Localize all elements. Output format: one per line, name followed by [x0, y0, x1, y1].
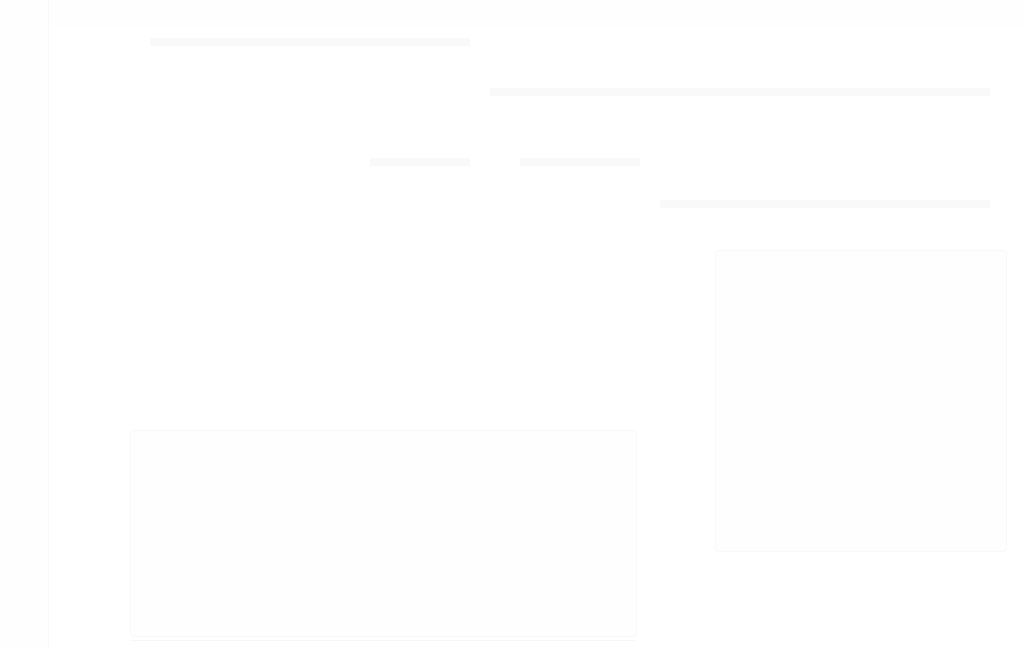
faded-text-block: [150, 38, 470, 46]
faded-divider: [130, 640, 635, 641]
faded-panel: [715, 250, 1007, 552]
faded-text-block: [660, 200, 990, 208]
faded-text-block: [490, 88, 990, 96]
faded-divider: [48, 0, 49, 649]
faded-sidebar-region: [0, 0, 48, 649]
faded-panel: [130, 430, 637, 637]
faded-header-region: [0, 0, 1024, 26]
faded-text-block: [520, 158, 640, 166]
faded-text-block: [370, 158, 470, 166]
